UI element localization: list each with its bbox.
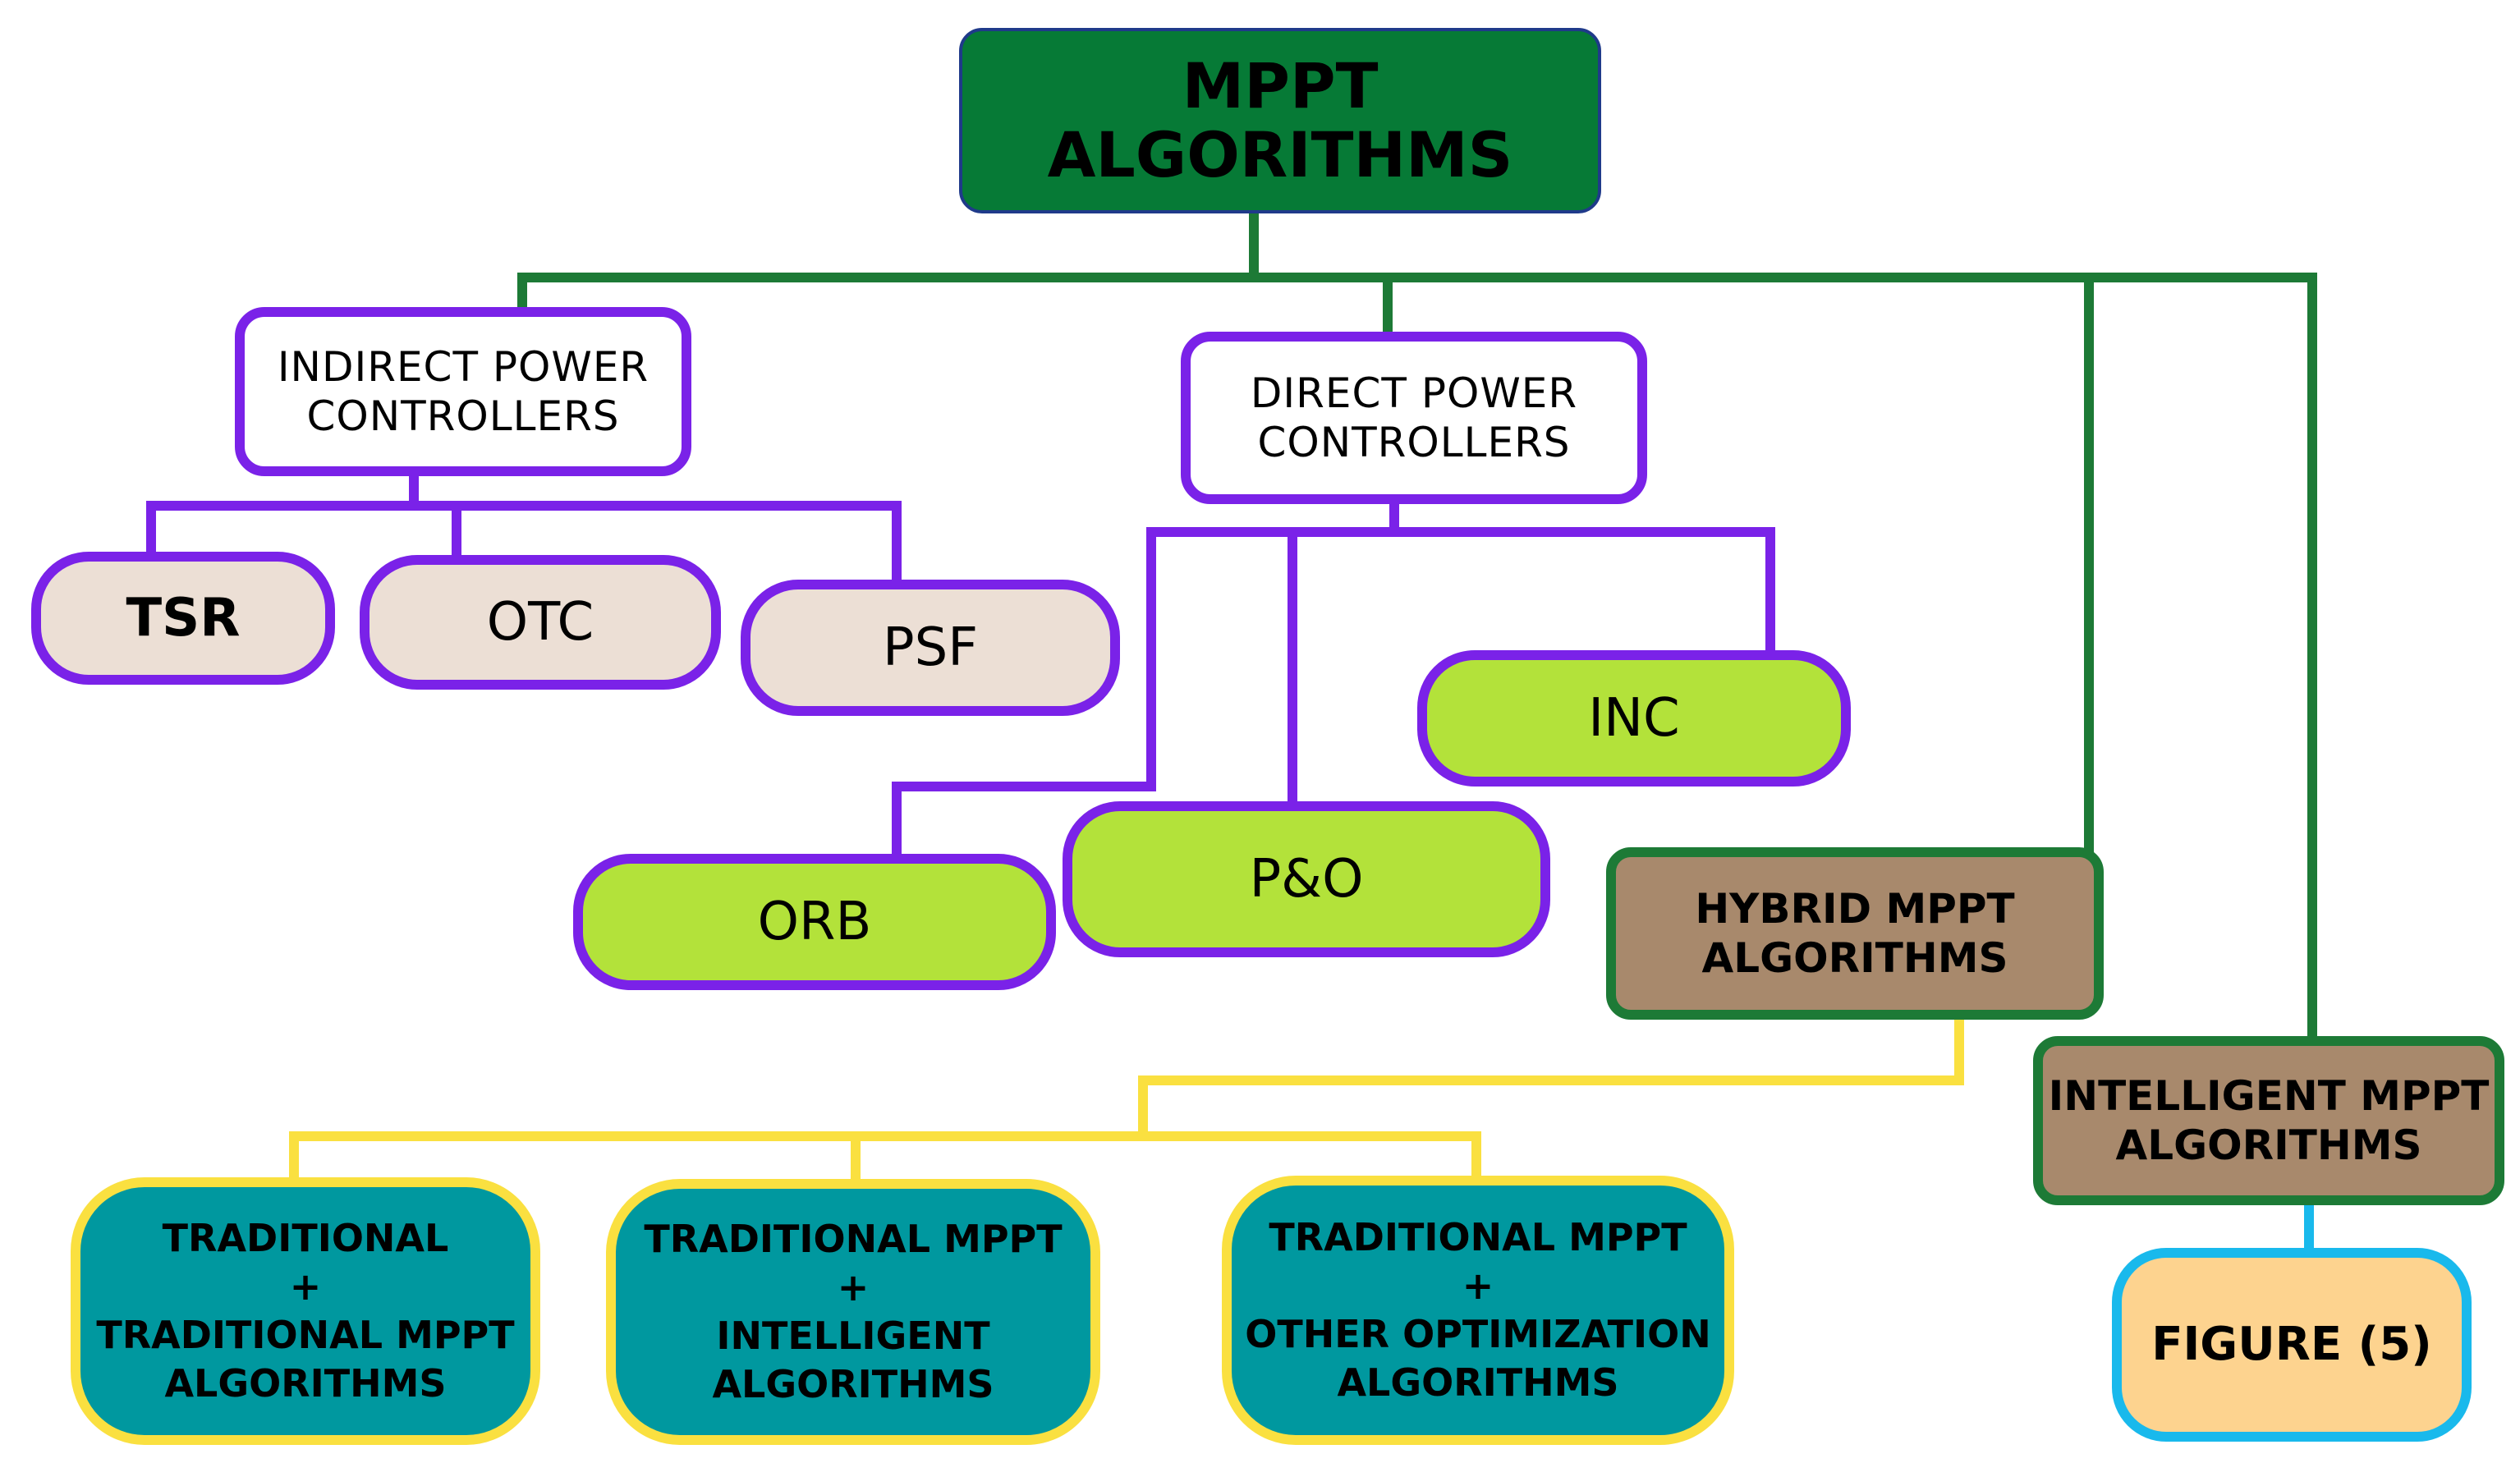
hybrid-type-traditional-optimization-node: TRADITIONAL MPPT + OTHER OPTIMIZATION AL…	[1222, 1176, 1734, 1445]
psf-label: PSF	[882, 617, 979, 678]
root-node-mppt-algorithms: MPPT ALGORITHMS	[959, 28, 1601, 213]
intelligent-node-line: INTELLIGENT MPPT	[2048, 1072, 2490, 1120]
p-and-o-label: P&O	[1249, 848, 1364, 910]
hybrid-type-line: ALGORITHMS	[164, 1360, 447, 1406]
orb-label: ORB	[757, 891, 872, 952]
hybrid-type-line: ALGORITHMS	[1337, 1360, 1619, 1405]
hybrid-type-traditional-intelligent-node: TRADITIONAL MPPT + INTELLIGENT ALGORITHM…	[606, 1179, 1100, 1445]
direct-power-controllers-node: DIRECT POWER CONTROLLERS	[1181, 332, 1647, 504]
hybrid-type-line: +	[837, 1265, 870, 1310]
root-node-line: MPPT	[1182, 49, 1379, 123]
otc-label: OTC	[486, 591, 594, 653]
hybrid-type-line: OTHER OPTIMIZATION	[1245, 1312, 1711, 1356]
hybrid-type-line: TRADITIONAL MPPT	[96, 1313, 515, 1357]
intelligent-mppt-algorithms-node: INTELLIGENT MPPT ALGORITHMS	[2033, 1036, 2504, 1205]
direct-node-line: DIRECT POWER	[1250, 369, 1578, 417]
figure-label: FIGURE (5)	[2151, 1318, 2432, 1372]
intelligent-node-line: ALGORITHMS	[2115, 1121, 2422, 1169]
hybrid-type-line: +	[1462, 1264, 1494, 1309]
direct-node-line: CONTROLLERS	[1257, 419, 1571, 466]
hybrid-type-line: TRADITIONAL	[162, 1216, 449, 1261]
hybrid-type-line: TRADITIONAL MPPT	[1269, 1215, 1687, 1260]
hybrid-node-line: HYBRID MPPT	[1695, 885, 2015, 933]
hybrid-node-line: ALGORITHMS	[1701, 934, 2008, 982]
tsr-label: TSR	[126, 587, 241, 649]
indirect-power-controllers-node: INDIRECT POWER CONTROLLERS	[235, 307, 691, 476]
tsr-node: TSR	[31, 552, 335, 685]
hybrid-type-line: ALGORITHMS	[712, 1361, 994, 1406]
figure-5-node: FIGURE (5)	[2112, 1248, 2472, 1442]
yellow-connectors	[289, 1013, 1964, 1186]
hybrid-type-line: INTELLIGENT	[716, 1314, 990, 1358]
green-connectors	[517, 207, 2317, 1049]
hybrid-type-line: +	[289, 1264, 322, 1309]
indirect-node-line: CONTROLLERS	[306, 392, 620, 440]
otc-node: OTC	[360, 555, 721, 690]
indirect-node-line: INDIRECT POWER	[277, 343, 650, 391]
inc-label: INC	[1588, 687, 1680, 749]
orb-node: ORB	[573, 854, 1056, 990]
purple-connectors	[146, 470, 1775, 864]
hybrid-type-line: TRADITIONAL MPPT	[644, 1217, 1063, 1262]
p-and-o-node: P&O	[1063, 801, 1550, 957]
psf-node: PSF	[741, 580, 1120, 716]
root-node-line: ALGORITHMS	[1047, 118, 1513, 191]
hybrid-mppt-algorithms-node: HYBRID MPPT ALGORITHMS	[1606, 847, 2104, 1020]
hybrid-type-traditional-traditional-node: TRADITIONAL + TRADITIONAL MPPT ALGORITHM…	[71, 1177, 540, 1445]
inc-node: INC	[1417, 650, 1851, 787]
